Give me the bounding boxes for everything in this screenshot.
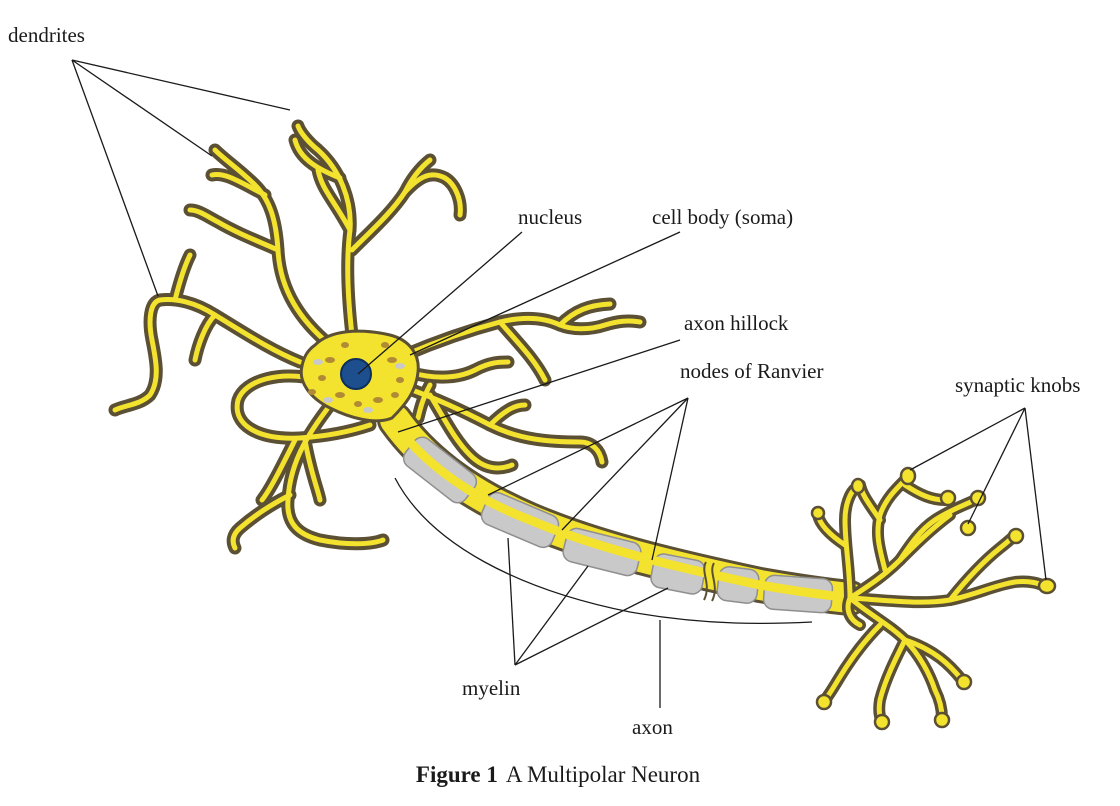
label-nucleus: nucleus (518, 205, 582, 229)
figure-caption: Figure 1 A Multipolar Neuron (416, 762, 701, 787)
dendrites-group (108, 119, 647, 555)
synaptic-knob (873, 713, 891, 731)
synaptic-knob (959, 519, 977, 537)
leader-lines (71, 59, 1047, 708)
caption-title: A Multipolar Neuron (506, 762, 701, 787)
nucleus-shape (340, 358, 372, 390)
axon-break-mark (703, 561, 716, 602)
label-dendrites: dendrites (8, 23, 85, 47)
synaptic-knob (1037, 577, 1057, 595)
synaptic-knob (850, 477, 866, 495)
cell-body (299, 329, 420, 423)
synaptic-knob (899, 466, 917, 486)
label-axon-hillock: axon hillock (684, 311, 789, 335)
synaptic-knob (955, 673, 973, 691)
synaptic-knob (810, 505, 826, 521)
label-nodes-of-ranvier: nodes of Ranvier (680, 359, 823, 383)
label-axon: axon (632, 715, 673, 739)
axon-terminals-group (810, 466, 1057, 731)
organelles (308, 342, 404, 407)
label-synaptic-knobs: synaptic knobs (955, 373, 1080, 397)
label-cell-body: cell body (soma) (652, 205, 793, 229)
label-myelin: myelin (462, 676, 521, 700)
caption-figure-number: Figure 1 (416, 762, 498, 787)
axon-core (393, 423, 860, 603)
synaptic-knob (933, 711, 951, 729)
synaptic-knob (939, 489, 957, 507)
synaptic-knob (815, 693, 833, 711)
synaptic-knob (1007, 527, 1025, 545)
